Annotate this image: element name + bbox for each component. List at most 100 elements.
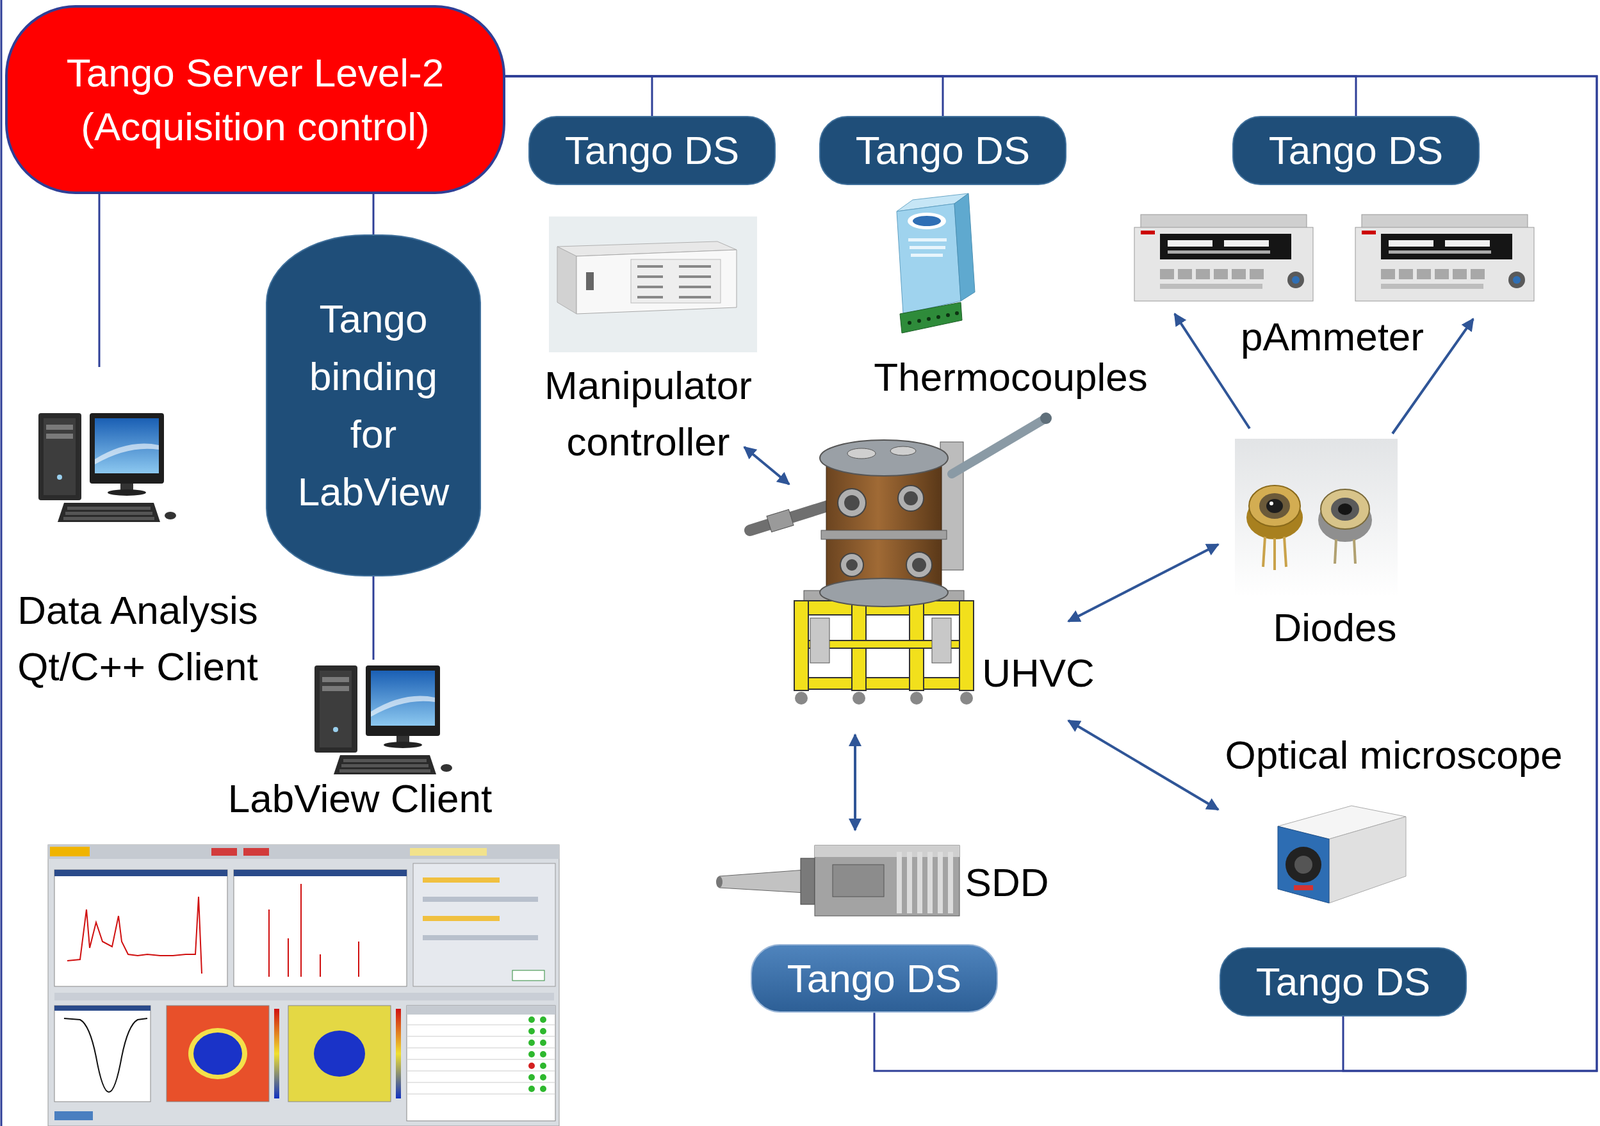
client-link bbox=[98, 194, 101, 368]
node-text: Tango binding for LabView bbox=[286, 290, 461, 521]
labview-screenshot bbox=[233, 869, 407, 877]
labview-screenshot bbox=[54, 1005, 151, 1011]
diodes-picture bbox=[1259, 493, 1290, 519]
camera-picture bbox=[1277, 826, 1330, 904]
camera-picture bbox=[1293, 885, 1314, 891]
sdd-picture bbox=[927, 851, 933, 914]
adam-module-picture bbox=[910, 253, 943, 257]
diodes-picture bbox=[1273, 538, 1276, 571]
sdd-picture bbox=[716, 845, 960, 916]
labview-screenshot bbox=[406, 1024, 556, 1026]
labview-screenshot bbox=[243, 848, 270, 856]
manipulator-controller-picture bbox=[637, 285, 663, 289]
server-box: Tango Server Level-2 (Acquisition contro… bbox=[5, 5, 506, 195]
device-label: SDD bbox=[958, 854, 1055, 911]
bus-connector bbox=[505, 76, 1597, 1071]
node-text: Tango DS bbox=[787, 951, 962, 1006]
labview-screenshot bbox=[54, 869, 228, 877]
sdd-picture bbox=[832, 864, 884, 897]
uhv-chamber-picture bbox=[819, 440, 948, 476]
labview-screenshot bbox=[67, 896, 202, 974]
uhv-chamber-picture bbox=[852, 691, 866, 705]
uhv-chamber-picture bbox=[794, 691, 808, 705]
labview-screenshot bbox=[233, 869, 407, 987]
device-server-pill: Tango DS bbox=[528, 115, 776, 186]
labview-screenshot bbox=[211, 848, 237, 856]
bus-connector bbox=[505, 76, 653, 116]
diodes-picture bbox=[1338, 503, 1353, 515]
client-label: Data Analysis Qt/C++ Client bbox=[3, 582, 273, 695]
device-server-pill: Tango DS bbox=[750, 944, 998, 1014]
diodes-picture bbox=[1269, 501, 1274, 506]
device-label: UHVC bbox=[974, 644, 1103, 702]
node-text: Tango DS bbox=[564, 123, 740, 178]
labview-screenshot bbox=[406, 1005, 556, 1121]
labview-screenshot bbox=[48, 844, 560, 1126]
manipulator-controller-picture bbox=[557, 246, 577, 314]
labview-screenshot bbox=[166, 1005, 270, 1102]
manipulator-controller-picture bbox=[630, 259, 721, 303]
labview-screenshot bbox=[528, 1074, 535, 1081]
labview-screenshot bbox=[188, 1028, 248, 1080]
uhv-chamber-picture bbox=[910, 691, 923, 705]
labview-screenshot bbox=[48, 844, 560, 859]
diodes-picture bbox=[1248, 485, 1301, 527]
manipulator-controller-picture bbox=[678, 275, 711, 278]
labview-screenshot bbox=[395, 1008, 401, 1099]
labview-screenshot bbox=[406, 1070, 556, 1072]
labview-screenshot bbox=[422, 877, 500, 883]
uhv-chamber-picture bbox=[766, 509, 794, 532]
bus-connector bbox=[505, 76, 1597, 1071]
uhv-chamber-picture bbox=[1040, 412, 1052, 425]
labview-screenshot bbox=[422, 935, 539, 941]
uhv-chamber-picture bbox=[847, 448, 876, 459]
sdd-picture bbox=[719, 869, 806, 893]
uhv-chamber-picture bbox=[846, 559, 858, 571]
labview-screenshot bbox=[54, 992, 555, 1001]
uhv-chamber-picture bbox=[794, 600, 809, 691]
labview-screenshot bbox=[274, 1008, 280, 1099]
device-label: Optical microscope bbox=[1201, 726, 1586, 784]
adam-module-picture bbox=[908, 238, 947, 242]
labview-screenshot bbox=[406, 1082, 556, 1084]
adam-module-picture bbox=[907, 212, 947, 230]
manipulator-controller-picture bbox=[586, 272, 594, 291]
analysis-computer bbox=[38, 413, 177, 523]
labview-screenshot bbox=[300, 883, 302, 977]
bus-connector bbox=[372, 194, 375, 235]
uhv-chamber-picture bbox=[819, 578, 948, 607]
uhv-chamber-picture bbox=[844, 495, 860, 511]
binding-pill: Tango binding for LabView bbox=[265, 234, 482, 577]
labview-screenshot bbox=[528, 1062, 535, 1070]
labview-screenshot bbox=[406, 1059, 556, 1061]
labview-screenshot bbox=[406, 1093, 556, 1095]
labview-screenshot bbox=[49, 846, 90, 857]
sdd-picture bbox=[814, 845, 960, 916]
manipulator-controller-picture bbox=[548, 216, 758, 353]
sdd-picture bbox=[937, 851, 943, 914]
labview-screenshot bbox=[288, 1005, 391, 1102]
camera-picture bbox=[1277, 805, 1406, 904]
diodes-picture bbox=[1234, 438, 1398, 597]
labview-screenshot bbox=[539, 1085, 547, 1093]
device-server-pill: Tango DS bbox=[819, 115, 1067, 186]
labview-screenshot bbox=[528, 1016, 535, 1023]
labview-screenshot bbox=[406, 1047, 556, 1049]
adam-module-picture bbox=[909, 245, 946, 250]
labview-screenshot bbox=[64, 1018, 148, 1093]
labview-screenshot bbox=[268, 909, 270, 977]
device-server-pill: Tango DS bbox=[1219, 947, 1467, 1017]
diodes-picture bbox=[1284, 536, 1287, 567]
analysis-computer bbox=[38, 413, 177, 523]
device-label: Diodes bbox=[1238, 599, 1431, 656]
device-label: Manipulator controller bbox=[513, 357, 783, 471]
labview-screenshot bbox=[539, 1016, 547, 1023]
client-link bbox=[372, 576, 375, 660]
adam-module-picture bbox=[946, 313, 950, 318]
labview-screenshot bbox=[413, 863, 556, 987]
labview-screenshot bbox=[422, 896, 539, 902]
labview-screenshot bbox=[528, 1051, 535, 1058]
manipulator-controller-picture bbox=[637, 275, 663, 278]
device-label: pAmmeter bbox=[1204, 308, 1461, 366]
